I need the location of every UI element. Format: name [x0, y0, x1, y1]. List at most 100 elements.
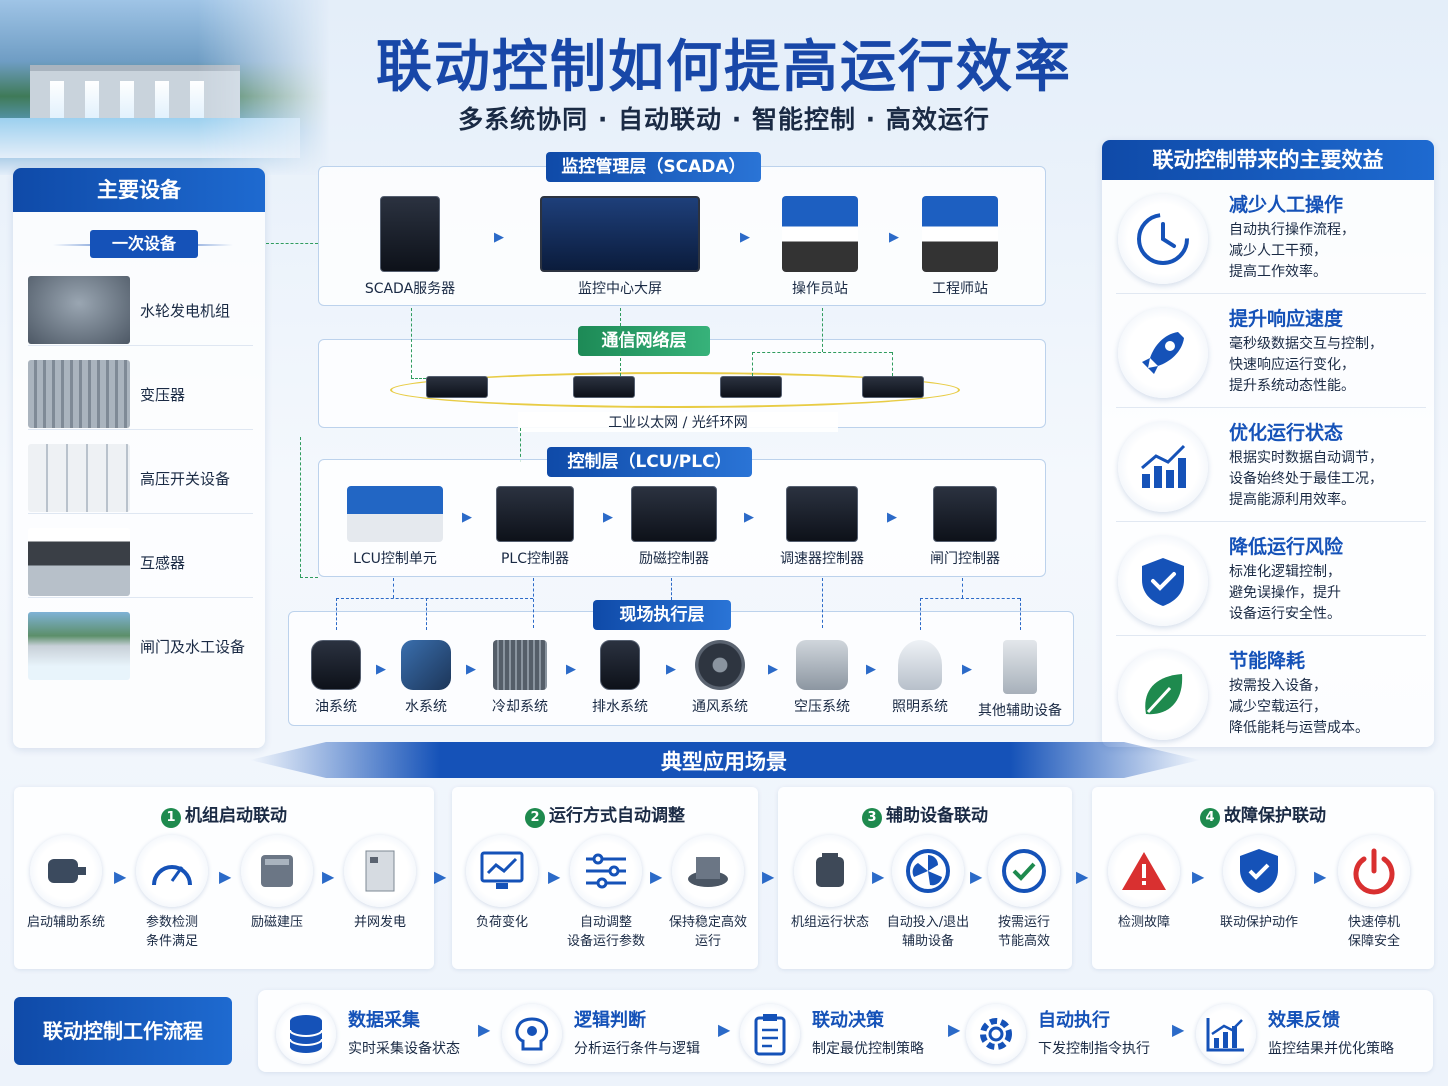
check-circle-icon	[988, 835, 1060, 907]
chart-icon	[1118, 422, 1208, 512]
equipment-item: 水轮发电机组	[28, 274, 253, 346]
clock-icon	[1118, 194, 1208, 284]
scenario-step: 机组运行状态	[780, 835, 880, 932]
equipment-item: 变压器	[28, 358, 253, 430]
governor-controller: 调速器控制器	[762, 486, 882, 568]
power-icon	[1338, 835, 1410, 907]
benefit-item: 减少人工操作 自动执行操作流程，减少人工干预，提高工作效率。	[1116, 182, 1426, 294]
transformer-image	[28, 360, 130, 428]
benefit-item: 优化运行状态 根据实时数据自动调节，设备始终处于最佳工况，提高能源利用效率。	[1116, 410, 1426, 522]
scenario-step: 并网发电	[330, 835, 430, 932]
turbine-icon	[672, 835, 744, 907]
warning-icon	[1108, 835, 1180, 907]
workflow-step: 数据采集实时采集设备状态	[276, 1000, 486, 1064]
brain-icon	[502, 1004, 562, 1064]
clipboard-icon	[740, 1004, 800, 1064]
scenario-step: 保持稳定高效运行	[658, 835, 758, 951]
benefits-title: 联动控制带来的主要效益	[1102, 140, 1434, 180]
equipment-item: 高压开关设备	[28, 442, 253, 514]
workflow-step: 效果反馈监控结果并优化策略	[1196, 1000, 1406, 1064]
equipment-item: 闸门及水工设备	[28, 610, 253, 682]
scenario-step: 检测故障	[1094, 835, 1194, 932]
switchgear-image	[28, 444, 130, 512]
plc-controller: PLC控制器	[475, 486, 595, 568]
gate-image	[28, 612, 130, 680]
gauge-icon	[136, 835, 208, 907]
ventilation-system: 通风系统	[680, 640, 760, 716]
excitation-controller: 励磁控制器	[614, 486, 734, 568]
workflow-step: 自动执行下发控制指令执行	[966, 1000, 1176, 1064]
scenario-step: 自动调整设备运行参数	[556, 835, 656, 951]
gate-controller: 闸门控制器	[905, 486, 1025, 568]
scenario-step: 励磁建压	[227, 835, 327, 932]
cooling-system: 冷却系统	[480, 640, 560, 716]
cabinet-icon	[344, 835, 416, 907]
connector	[266, 243, 318, 244]
network-switch	[573, 376, 635, 398]
scenario-step: 负荷变化	[452, 835, 552, 932]
fan-icon	[892, 835, 964, 907]
workflow-title: 联动控制工作流程	[14, 997, 232, 1065]
generator-image	[28, 276, 130, 344]
network-layer-title: 通信网络层	[578, 326, 710, 356]
field-layer-title: 现场执行层	[593, 600, 731, 630]
page-subtitle: 多系统协同 · 自动联动 · 智能控制 · 高效运行	[458, 105, 990, 134]
benefits-panel: 联动控制带来的主要效益 减少人工操作 自动执行操作流程，减少人工干预，提高工作效…	[1102, 140, 1434, 747]
scenario-step: 按需运行节能高效	[974, 835, 1074, 951]
instrument-transformer-image	[28, 528, 130, 596]
workflow-step: 逻辑判断分析运行条件与逻辑	[502, 1000, 712, 1064]
scenario-step: 联动保护动作	[1209, 835, 1309, 932]
hero-dam-image	[0, 0, 330, 175]
monitor-chart-icon	[466, 835, 538, 907]
workflow-step: 联动决策制定最优控制策略	[740, 1000, 950, 1064]
gear-icon	[966, 1004, 1026, 1064]
scenarios-banner	[250, 742, 1200, 778]
excitation-icon	[241, 835, 313, 907]
main-equipment-title: 主要设备	[13, 168, 265, 212]
motor-icon	[30, 835, 102, 907]
shield-icon	[1118, 536, 1208, 626]
sliders-icon	[570, 835, 642, 907]
scenario-step: 自动投入/退出辅助设备	[878, 835, 978, 951]
air-compressor-system: 空压系统	[782, 640, 862, 716]
rocket-icon	[1118, 308, 1208, 398]
lighting-system: 照明系统	[880, 640, 960, 716]
water-system: 水系统	[386, 640, 466, 716]
shield-check-icon	[1223, 835, 1295, 907]
oil-system: 油系统	[296, 640, 376, 716]
scenario-step: 参数检测条件满足	[122, 835, 222, 951]
operator-station: 操作员站	[760, 196, 880, 298]
connector	[300, 437, 301, 577]
benefit-item: 提升响应速度 毫秒级数据交互与控制，快速响应运行变化，提升系统动态性能。	[1116, 296, 1426, 408]
leaf-icon	[1118, 650, 1208, 740]
page-title: 联动控制如何提高运行效率	[376, 35, 1072, 100]
network-switch	[720, 376, 782, 398]
other-auxiliary-equipment: 其他辅助设备	[972, 640, 1068, 720]
benefit-item: 节能降耗 按需投入设备，减少空载运行，降低能耗与运营成本。	[1116, 638, 1426, 750]
network-caption: 工业以太网 / 光纤环网	[518, 412, 838, 432]
connector	[300, 577, 318, 578]
scenario-step: 启动辅助系统	[16, 835, 116, 932]
trend-chart-icon	[1196, 1004, 1256, 1064]
main-equipment-panel: 主要设备 一次设备 水轮发电机组 变压器 高压开关设备 互感器 闸门及水工设备	[13, 168, 265, 748]
drainage-system: 排水系统	[580, 640, 660, 716]
workflow-panel: 数据采集实时采集设备状态 ▶ 逻辑判断分析运行条件与逻辑 ▶ 联动决策制定最优控…	[258, 990, 1433, 1072]
primary-equipment-tag: 一次设备	[90, 230, 198, 258]
control-layer-title: 控制层（LCU/PLC）	[547, 447, 752, 477]
ring-network	[390, 372, 960, 408]
unit-icon	[794, 835, 866, 907]
scada-server: SCADA服务器	[350, 196, 470, 298]
equipment-item: 互感器	[28, 526, 253, 598]
network-switch	[862, 376, 924, 398]
scenario-step: 快速停机保障安全	[1324, 835, 1424, 951]
benefit-item: 降低运行风险 标准化逻辑控制，避免误操作，提升设备运行安全性。	[1116, 524, 1426, 636]
monitor-wall: 监控中心大屏	[530, 196, 710, 298]
engineer-station: 工程师站	[900, 196, 1020, 298]
database-icon	[276, 1004, 336, 1064]
lcu-unit: LCU控制单元	[335, 486, 455, 568]
scenarios-title: 典型应用场景	[661, 750, 787, 774]
